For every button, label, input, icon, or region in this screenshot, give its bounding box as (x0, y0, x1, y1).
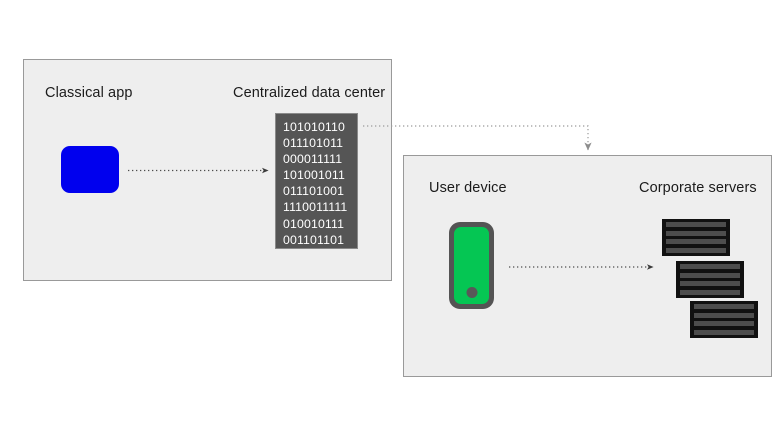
binary-row: 1110011111 (283, 200, 348, 215)
rack-slot (694, 329, 754, 335)
rack-slot (694, 304, 754, 309)
rack-slot (680, 281, 740, 287)
rack-slot (666, 239, 726, 245)
classical-app-label: Classical app (45, 85, 133, 101)
phone-home-button-icon (466, 287, 477, 298)
rack-slot (694, 321, 754, 327)
rack-slot (666, 222, 726, 227)
user-device-label: User device (429, 180, 507, 196)
binary-row: 011101001 (283, 184, 345, 199)
classical-app-block-icon (61, 146, 119, 193)
server-rack-icon (690, 301, 758, 338)
binary-row: 101010110 (283, 120, 345, 134)
binary-row: 000011111 (283, 152, 343, 167)
server-rack-icon (676, 261, 744, 298)
binary-row: 001101101 (283, 232, 345, 247)
server-rack-icon (662, 219, 730, 256)
centralized-data-center-label: Centralized data center (233, 85, 386, 101)
corporate-servers-label: Corporate servers (639, 180, 757, 196)
binary-row: 011101011 (283, 136, 344, 151)
rack-slot (680, 264, 740, 269)
phone-screen (454, 227, 489, 304)
rack-slot (680, 289, 740, 295)
datacenter-to-modern-panel-arrow (363, 125, 592, 151)
user-device-phone-icon (449, 222, 494, 309)
rack-slot (666, 247, 726, 253)
centralized-data-center-block: 101010110 011101011 000011111 101001011 … (275, 113, 358, 249)
binary-row: 010010111 (283, 216, 345, 231)
binary-row: 101001011 (283, 168, 345, 183)
rack-slot (666, 230, 726, 236)
rack-slot (680, 272, 740, 278)
rack-slot (694, 312, 754, 318)
